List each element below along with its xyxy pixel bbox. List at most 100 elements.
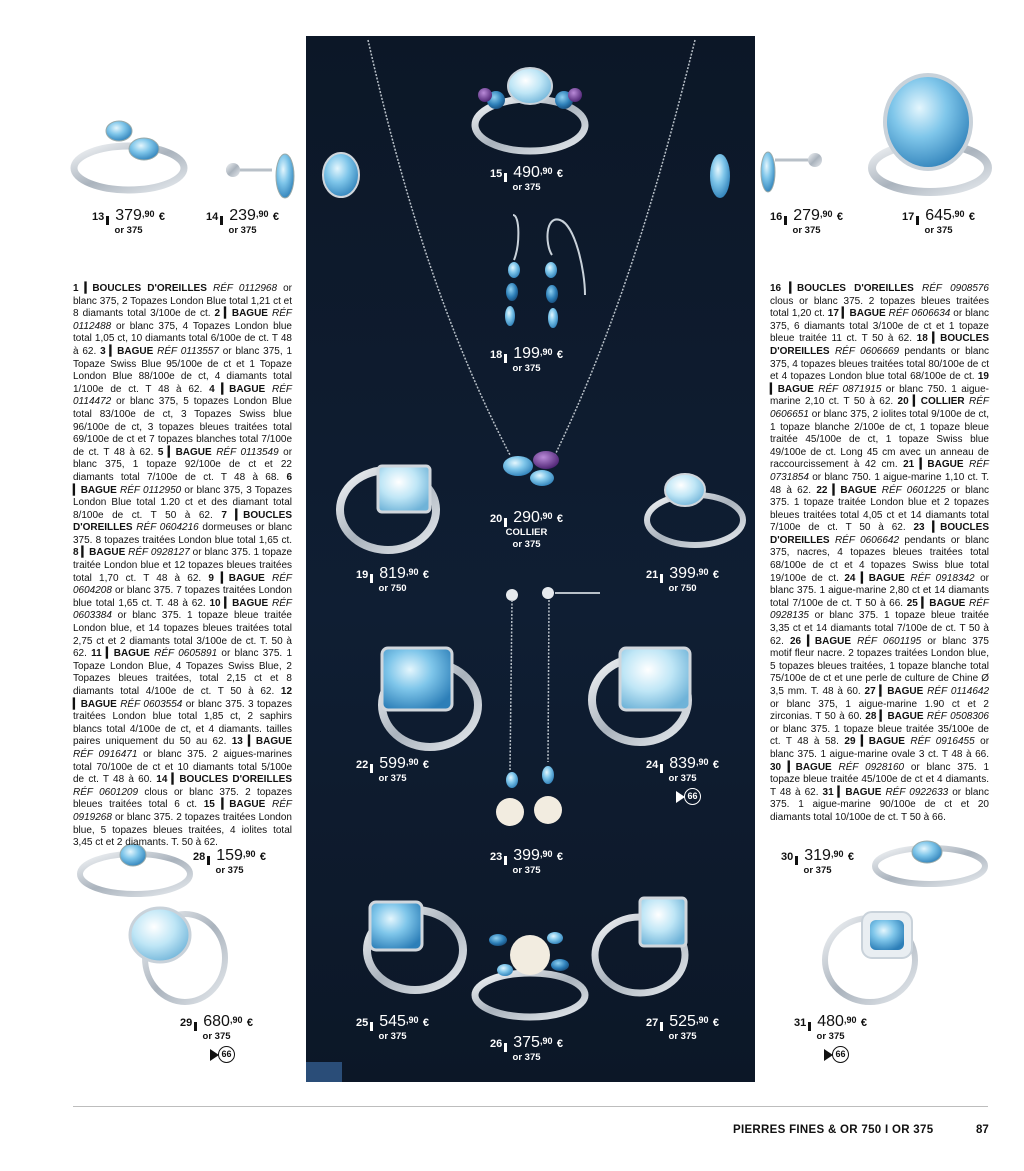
price-integer: 159 <box>216 847 243 864</box>
item-number: 24 <box>844 572 856 584</box>
item-details: or blanc 375. 1 Topaze London Blue, 4 To… <box>73 648 293 697</box>
item-reference: RÉF 0112950 <box>120 484 182 496</box>
item-reference: RÉF 0603384 <box>73 597 293 622</box>
separator-bar <box>504 1043 508 1052</box>
product-number: 26 <box>490 1038 503 1050</box>
metal-label: or 375 <box>792 225 821 236</box>
description-heading: 16 ▎BOUCLES D'OREILLES <box>770 283 914 294</box>
item-number: 31 <box>822 786 834 798</box>
separator-bar <box>194 1022 198 1031</box>
item-details: or blanc 375. 1 topaze traitée London bl… <box>73 547 293 584</box>
item-type: BAGUE <box>868 572 905 584</box>
price-currency: € <box>259 851 267 863</box>
price-currency: € <box>246 1017 254 1029</box>
description-heading: 29 ▎BAGUE <box>844 736 905 748</box>
ring-25-illustration <box>363 900 467 994</box>
description-heading: 12 ▎BAGUE <box>73 686 293 710</box>
description-heading: 11 ▎BAGUE <box>91 648 150 660</box>
metal-label: or 375 <box>512 865 541 876</box>
item-details: or blanc 375, 4 Topazes London blue tota… <box>73 320 292 357</box>
price-currency: € <box>158 211 166 223</box>
metal-label: or 375 <box>668 773 697 784</box>
ring-31-illustration <box>822 911 918 1005</box>
item-type: BAGUE <box>231 308 268 320</box>
separator-bar <box>660 574 664 583</box>
item-type: BAGUE <box>868 736 905 748</box>
item-reference: RÉF 0601195 <box>857 635 922 647</box>
metal-label: or 375 <box>803 865 832 876</box>
item-reference: RÉF 0603554 <box>120 698 183 710</box>
earring-14-illustration <box>226 153 295 199</box>
price-decimal: ,90 <box>695 567 709 577</box>
description-heading: 15 ▎BAGUE <box>203 799 266 811</box>
product-number: 25 <box>356 1017 369 1029</box>
item-number: 28 <box>865 711 877 723</box>
item-type: BAGUE <box>887 686 924 697</box>
ring-15-illustration <box>471 67 589 155</box>
price-currency: € <box>422 569 430 581</box>
price-integer: 290 <box>513 509 540 526</box>
description-heading: 30 ▎BAGUE <box>770 761 832 773</box>
item-type: BAGUE <box>117 345 154 357</box>
price-integer: 599 <box>379 755 406 772</box>
separator-bar <box>660 764 664 773</box>
item-type: BAGUE <box>927 459 964 471</box>
page-ref-number: 66 <box>832 1046 849 1063</box>
description-column-right: 16 ▎BOUCLES D'OREILLES RÉF 0908576 clous… <box>770 283 989 825</box>
item-reference: RÉF 0606634 <box>888 308 951 320</box>
price-integer: 279 <box>793 207 820 224</box>
item-reference: RÉF 0928127 <box>128 547 190 559</box>
item-number: 10 <box>209 597 221 609</box>
ring-13-illustration <box>70 120 188 194</box>
item-reference: RÉF 0606642 <box>834 534 900 546</box>
item-number: 23 <box>913 522 925 534</box>
description-heading: 28 ▎BAGUE <box>865 711 924 723</box>
separator-bar <box>784 216 788 225</box>
description-heading: 20 ▎COLLIER <box>897 396 965 408</box>
item-type: BAGUE <box>840 484 877 496</box>
price-integer: 199 <box>513 345 540 362</box>
price-currency: € <box>556 1038 564 1050</box>
product-number: 31 <box>794 1017 807 1029</box>
price-decimal: ,90 <box>539 849 553 859</box>
item-reference: RÉF 0922633 <box>885 786 949 798</box>
item-type: BAGUE <box>845 786 882 798</box>
item-reference: RÉF 0604216 <box>136 522 199 534</box>
price-decimal: ,90 <box>141 209 155 219</box>
item-number: 12 <box>280 686 293 697</box>
arrow-icon <box>824 1048 833 1061</box>
product-number: 15 <box>490 168 503 180</box>
item-type: BAGUE <box>228 572 265 584</box>
item-reference: RÉF 0919268 <box>73 799 293 823</box>
ring-21-illustration <box>644 473 746 548</box>
ring-27-illustration <box>591 896 689 997</box>
price-currency: € <box>556 168 564 180</box>
description-heading: 27 ▎BAGUE <box>864 686 924 697</box>
price-integer: 819 <box>379 565 406 582</box>
price-currency: € <box>712 569 720 581</box>
item-type: BOUCLES D'OREILLES <box>73 509 292 534</box>
ring-30-illustration <box>872 840 988 887</box>
ring-28-illustration <box>77 843 193 897</box>
page-ref-number: 66 <box>218 1046 235 1063</box>
metal-label: or 375 <box>378 1031 407 1042</box>
ring-22-illustration <box>378 646 482 751</box>
price-integer: 399 <box>513 847 540 864</box>
item-number: 11 <box>91 648 102 660</box>
separator-bar <box>504 354 508 363</box>
item-details: clous or blanc 375. 2 topazes bleues tra… <box>770 295 989 320</box>
price-currency: € <box>272 211 280 223</box>
ring-19-illustration <box>336 464 440 554</box>
item-number: 18 <box>916 333 928 345</box>
item-details: or blanc 375. 2 topazes traitées London … <box>73 811 292 849</box>
metal-label: or 375 <box>512 182 541 193</box>
price-decimal: ,90 <box>405 567 419 577</box>
item-type: BAGUE <box>777 383 814 395</box>
item-number: 2 <box>214 308 221 320</box>
description-heading: 9 ▎BAGUE <box>208 572 265 584</box>
